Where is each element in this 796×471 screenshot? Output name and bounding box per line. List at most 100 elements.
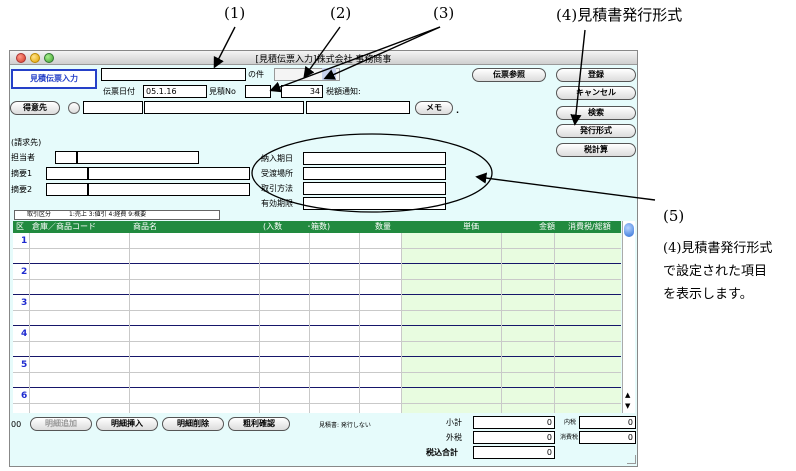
trade-kubun-hint: 1:売上 3:値引 4:経費 9:概要 <box>69 211 147 218</box>
outside-tax-label: 外税 <box>446 433 462 442</box>
col-hakosu: ･箱数) <box>307 222 331 231</box>
date-input[interactable]: 05.1.16 <box>143 85 207 98</box>
estimate-issue-status: 見積書: 発行しない <box>319 422 371 429</box>
arrow-3b <box>323 26 441 80</box>
customer-extra-input[interactable] <box>306 101 410 114</box>
arrow-5 <box>475 172 656 201</box>
person-name-input[interactable] <box>77 151 199 164</box>
total-label: 税込合計 <box>426 448 458 457</box>
arrow-4 <box>570 29 586 126</box>
memo2-text-input[interactable] <box>88 183 250 196</box>
resize-grip-icon[interactable] <box>627 455 636 464</box>
outside-tax-value: 0 <box>473 431 555 444</box>
scroll-thumb[interactable] <box>624 223 634 237</box>
close-window-icon[interactable] <box>16 53 26 63</box>
zoom-window-icon[interactable] <box>44 53 54 63</box>
scroll-down-icon[interactable]: ▼ <box>625 402 631 410</box>
billing-title: (請求先) <box>11 138 42 147</box>
memo1-text-input[interactable] <box>88 167 250 180</box>
arrow-1 <box>213 26 236 69</box>
col-tax: 消費税/総額 <box>568 222 611 231</box>
customer-code-input[interactable] <box>83 101 143 114</box>
window-title: [見積伝票入力]株式会社 事務商事 <box>255 55 392 65</box>
subject-input[interactable] <box>101 68 246 81</box>
annotation-note-line-3: を表示します。 <box>663 287 753 302</box>
inner-tax-value: 0 <box>579 416 636 429</box>
delete-detail-button[interactable]: 明細削除 <box>162 417 224 431</box>
person-label: 担当者 <box>11 153 35 162</box>
row-count: 00 <box>11 420 22 429</box>
memo1-label: 摘要1 <box>11 169 33 178</box>
col-qty: 数量 <box>375 222 391 231</box>
annotation-3: (3) <box>433 4 455 22</box>
issue-format-button[interactable]: 発行形式 <box>556 124 636 138</box>
annotation-note-line-1: (4)見積書発行形式 <box>663 241 773 256</box>
tax-calc-button[interactable]: 税計算 <box>556 143 636 157</box>
title-bar[interactable]: [見積伝票入力]株式会社 事務商事 <box>10 51 637 65</box>
arrow-2a <box>303 26 341 79</box>
subject-suffix-label: の件 <box>248 70 264 79</box>
scroll-up-icon[interactable]: ▲ <box>625 391 631 399</box>
add-detail-button[interactable]: 明細追加 <box>30 417 92 431</box>
arrow-3a <box>269 26 441 93</box>
insert-detail-button[interactable]: 明細挿入 <box>96 417 158 431</box>
cancel-button[interactable]: キャンセル <box>556 86 636 100</box>
memo1-code-input[interactable] <box>46 167 88 180</box>
delivery-place-label: 受渡場所 <box>261 169 293 178</box>
col-amount: 金額 <box>539 222 555 231</box>
person-code-input[interactable] <box>55 151 77 164</box>
customer-button[interactable]: 得意先 <box>10 101 60 115</box>
subtotal-label: 小計 <box>446 418 462 427</box>
row-number: 2 <box>21 267 28 277</box>
estimate-entry-window: [見積伝票入力]株式会社 事務商事 見積伝票入力 の件 伝票日付 05.1.16… <box>9 50 638 467</box>
detail-table[interactable]: 1 2 3 4 5 6 <box>13 233 621 413</box>
col-price: 単価 <box>463 222 479 231</box>
highlight-ellipse <box>251 133 493 213</box>
subtotal-value: 0 <box>473 416 555 429</box>
annotation-1: (1) <box>224 4 246 22</box>
memo-button[interactable]: メモ <box>415 101 453 115</box>
row-number: 5 <box>21 360 28 370</box>
delivery-place-input[interactable] <box>303 167 446 180</box>
annotation-4: (4)見積書発行形式 <box>556 6 683 24</box>
trade-method-label: 取引方法 <box>261 184 293 193</box>
row-number: 6 <box>21 391 28 401</box>
col-code: 倉庫／商品コード <box>32 222 96 231</box>
annotation-2: (2) <box>330 4 352 22</box>
table-row[interactable]: 6 <box>13 388 621 418</box>
customer-lookup-icon[interactable] <box>68 102 80 114</box>
estimate-no-label: 見積No <box>209 87 236 96</box>
detail-table-header: 区 倉庫／商品コード 商品名 (入数 ･箱数) 数量 単価 金額 消費税/総額 <box>13 221 621 233</box>
estimate-no-input-2[interactable]: 34 <box>281 85 323 98</box>
memo2-code-input[interactable] <box>46 183 88 196</box>
memo2-label: 摘要2 <box>11 185 33 194</box>
memo-dot: . <box>456 106 460 115</box>
voucher-ref-button[interactable]: 伝票参照 <box>472 68 546 82</box>
col-kubun: 区 <box>16 222 24 231</box>
row-number: 4 <box>21 329 28 339</box>
delivery-date-input[interactable] <box>303 152 446 165</box>
row-price-area[interactable] <box>401 388 621 413</box>
table-scrollbar[interactable]: ▲ ▼ <box>622 221 635 413</box>
total-value: 0 <box>473 446 555 459</box>
col-name: 商品名 <box>133 222 157 231</box>
inner-tax-label: 内税 <box>564 419 577 426</box>
expiry-label: 有効期限 <box>261 199 293 208</box>
delivery-date-label: 納入期日 <box>261 154 293 163</box>
trade-kubun-label: 取引区分 <box>27 211 52 218</box>
date-label: 伝票日付 <box>103 87 135 96</box>
profit-check-button[interactable]: 粗利確認 <box>228 417 290 431</box>
annotation-5: (5) <box>663 207 685 225</box>
tax-notice-label: 税額通知: <box>326 87 361 96</box>
customer-name-input[interactable] <box>144 101 304 114</box>
estimate-entry-button[interactable]: 見積伝票入力 <box>11 69 97 89</box>
row-number: 1 <box>21 236 28 246</box>
col-irisu: (入数 <box>263 222 283 231</box>
register-button[interactable]: 登録 <box>556 68 636 82</box>
trade-method-input[interactable] <box>303 182 446 195</box>
annotation-note-line-2: で設定された項目 <box>663 264 768 279</box>
minimize-window-icon[interactable] <box>30 53 40 63</box>
row-number: 3 <box>21 298 28 308</box>
consumption-tax-label: 消費税 <box>560 434 579 441</box>
